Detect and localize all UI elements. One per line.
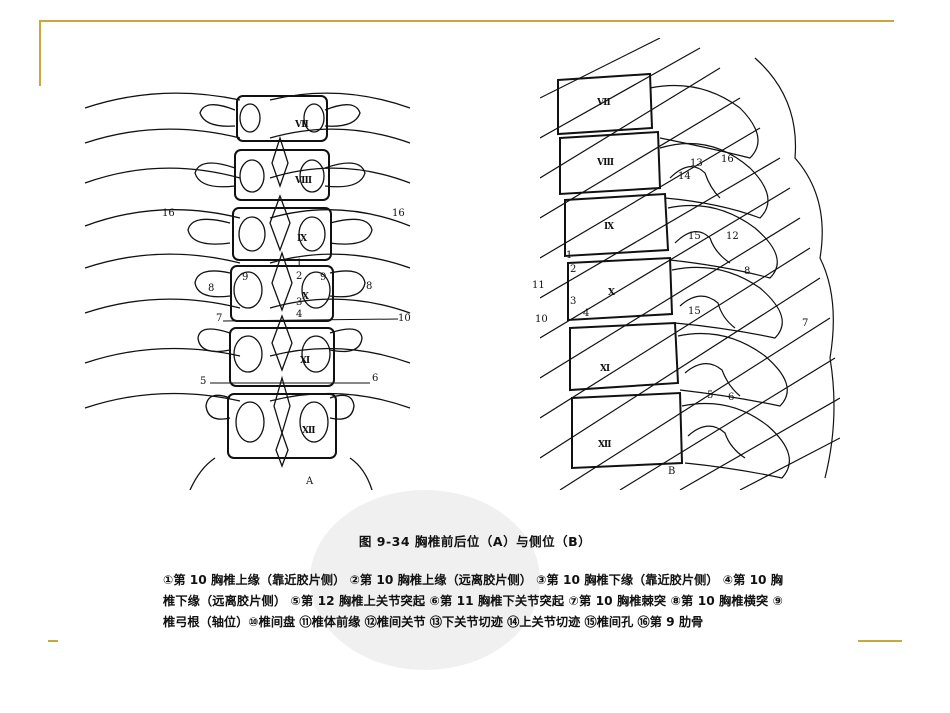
a-vertebra-10: Ⅹ xyxy=(302,292,309,302)
b-label-2: 2 xyxy=(570,264,577,275)
b-label-1: 1 xyxy=(566,250,573,261)
figure-b-drawing xyxy=(540,38,840,490)
figure-a-drawing xyxy=(84,92,411,490)
b-panel-label: B xyxy=(668,466,676,477)
a-vertebra-9: Ⅸ xyxy=(297,234,308,244)
b-label-8: 8 xyxy=(744,266,751,277)
a-label-9-right: 9 xyxy=(320,272,327,283)
a-label-6: 6 xyxy=(372,373,379,384)
b-vertebra-9: Ⅸ xyxy=(604,222,615,232)
a-vertebra-7: Ⅶ xyxy=(295,120,309,130)
b-label-11: 11 xyxy=(532,280,545,291)
b-label-10: 10 xyxy=(535,314,548,325)
b-label-15b: 15 xyxy=(688,306,701,317)
b-label-12: 12 xyxy=(726,231,739,242)
a-label-5: 5 xyxy=(200,376,207,387)
b-label-4: 4 xyxy=(583,308,590,319)
a-vertebra-11: Ⅺ xyxy=(300,356,311,366)
bottom-right-accent-line xyxy=(858,640,902,642)
a-label-1: 1 xyxy=(296,258,303,269)
a-label-3: 3 xyxy=(296,297,303,308)
a-label-8-right: 8 xyxy=(366,281,373,292)
b-label-15a: 15 xyxy=(688,231,701,242)
left-accent-line xyxy=(39,20,41,86)
a-vertebra-8: Ⅷ xyxy=(295,176,313,186)
a-panel-label: A xyxy=(306,476,314,487)
watermark-seal xyxy=(310,490,540,670)
spine-figure: Ⅶ Ⅷ Ⅸ Ⅹ Ⅺ Ⅻ 16 16 8 8 9 9 1 2 3 4 7 10 5… xyxy=(80,38,840,490)
a-label-4: 4 xyxy=(296,309,303,320)
b-vertebra-12: Ⅻ xyxy=(598,440,612,450)
b-label-16: 16 xyxy=(721,154,734,165)
b-vertebra-10: Ⅹ xyxy=(608,288,615,298)
b-label-7: 7 xyxy=(802,318,809,329)
b-label-6: 6 xyxy=(728,392,735,403)
b-vertebra-11: Ⅺ xyxy=(600,364,611,374)
b-label-13: 13 xyxy=(690,158,703,169)
top-accent-line xyxy=(39,20,894,22)
a-label-7: 7 xyxy=(216,313,223,324)
b-label-3: 3 xyxy=(570,296,577,307)
a-label-8-left: 8 xyxy=(208,283,215,294)
a-label-2: 2 xyxy=(296,271,303,282)
b-vertebra-7: Ⅶ xyxy=(597,98,611,108)
a-label-16-left: 16 xyxy=(162,208,175,219)
a-label-16-right: 16 xyxy=(392,208,405,219)
figure-caption: 图 9-34 胸椎前后位（A）与侧位（B） xyxy=(358,534,592,549)
figure-legend: ①第 10 胸椎上缘（靠近胶片侧） ②第 10 胸椎上缘（远离胶片侧） ③第 1… xyxy=(163,573,783,629)
a-vertebra-12: Ⅻ xyxy=(302,426,316,436)
b-label-14: 14 xyxy=(678,171,691,182)
b-vertebra-8: Ⅷ xyxy=(597,158,615,168)
b-label-5: 5 xyxy=(707,390,714,401)
a-label-10: 10 xyxy=(398,313,411,324)
a-label-9-left: 9 xyxy=(242,272,249,283)
bottom-left-accent-line xyxy=(48,640,58,642)
